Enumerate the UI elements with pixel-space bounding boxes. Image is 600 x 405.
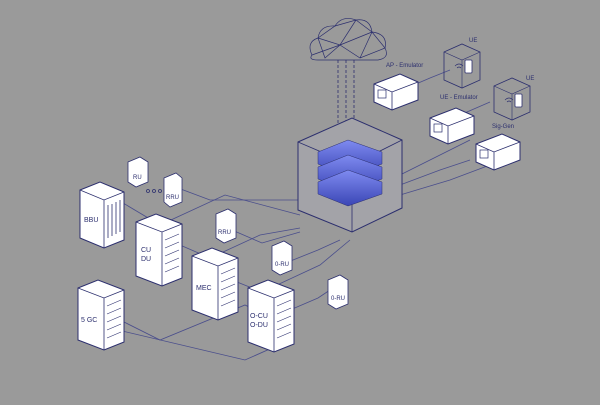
link-hub-siggen [399, 164, 491, 196]
link-hub-ap [399, 139, 471, 176]
o-ru-unit-1: 0-RU [271, 240, 293, 276]
connection-lines [117, 69, 491, 361]
ap-emulator-device: AP - Emulator [373, 63, 423, 111]
cu-label: CU [141, 247, 151, 254]
rru-mid-unit: RRU [215, 208, 237, 244]
o-cu-label: O-CU [250, 313, 268, 320]
ue-2-label: UE [526, 76, 534, 82]
o-ru-1-label: 0-RU [275, 262, 289, 268]
ue-box-1: UE [443, 38, 481, 89]
sig-gen-device: Sig-Gen [475, 124, 521, 171]
link-mec-hub [231, 239, 351, 293]
cloud-mesh-icon [309, 18, 387, 61]
ru-dots [146, 189, 162, 193]
link-ocu-oru2 [289, 289, 331, 311]
o-ru-2-label: 0-RU [331, 296, 345, 302]
o-ru-unit-2: 0-RU [327, 274, 349, 310]
link-oru1 [287, 239, 341, 263]
link-bbu-hub [117, 194, 301, 226]
o-cu-du-rack: O-CU O-DU [247, 279, 295, 353]
link-rru-top-hub [177, 187, 300, 201]
link-hub-ue-emu [399, 159, 471, 186]
ru-label: RU [133, 175, 142, 181]
five-gc-rack: 5 GC [77, 279, 125, 351]
rru-top-unit: RRU [163, 172, 183, 208]
mec-label: MEC [196, 285, 212, 292]
link-rru-mid [231, 229, 301, 244]
bbu-rack: BBU [79, 181, 125, 249]
smartphone-wifi-icon [454, 59, 473, 74]
link-cudu-hub [179, 227, 301, 259]
ru-unit: RU [127, 156, 149, 188]
o-du-label: O-DU [250, 322, 268, 329]
ap-emulator-label: AP - Emulator [386, 63, 423, 69]
bbu-label: BBU [84, 217, 98, 224]
du-label: DU [141, 256, 151, 263]
smartphone-wifi-icon [504, 93, 523, 108]
five-gc-label: 5 GC [81, 317, 97, 324]
mec-rack: MEC [191, 247, 239, 321]
cu-du-rack: CU DU [135, 213, 183, 287]
ue-emulator-device: UE - Emulator [429, 95, 478, 145]
ue-box-2: UE [493, 76, 534, 121]
rru-mid-label: RRU [218, 230, 231, 236]
ue-1-label: UE [469, 38, 477, 44]
rru-top-label: RRU [166, 195, 179, 201]
sig-gen-label: Sig-Gen [492, 124, 514, 130]
data-stack-icon [297, 117, 403, 233]
ue-emulator-label: UE - Emulator [440, 95, 478, 101]
